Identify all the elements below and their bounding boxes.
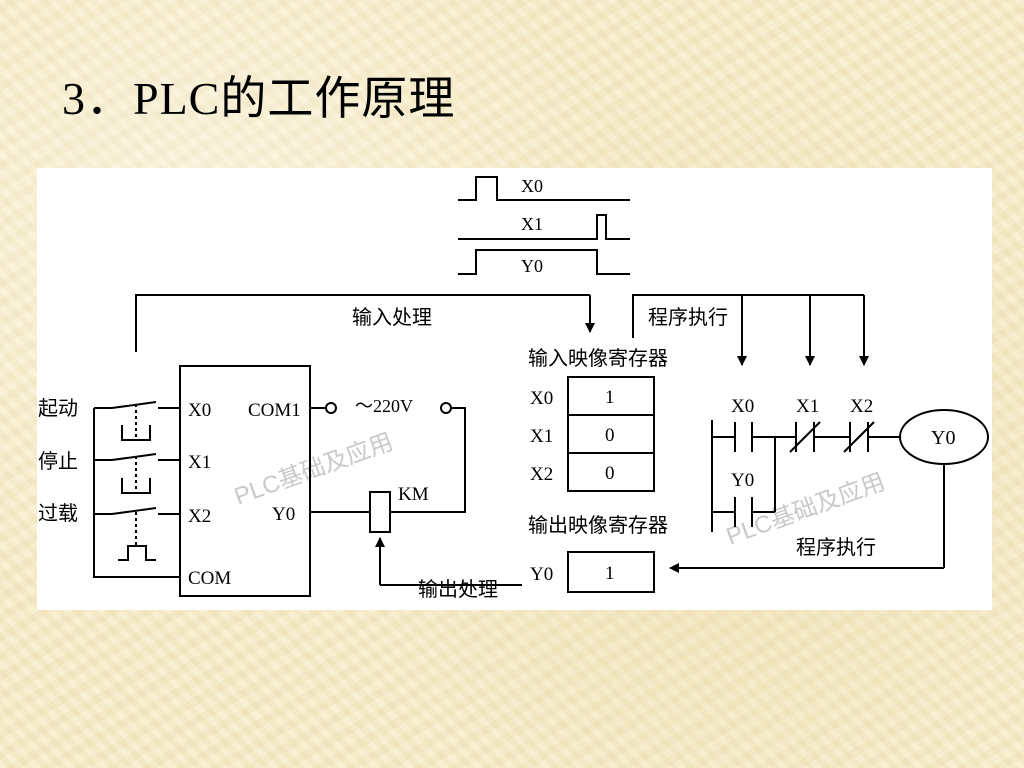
output-image-label: Y0	[530, 564, 553, 585]
plc-diagram: PLC基础及应用 PLC基础及应用 X0 X1 Y0 输入处理 程序执行 起动 …	[38, 176, 989, 601]
power-label: ～220V	[355, 396, 413, 416]
program-execution-label-top: 程序执行	[648, 306, 728, 329]
overload-label: 过载	[38, 502, 78, 525]
input-image-title: 输入映像寄存器	[528, 347, 668, 370]
input-processing-path	[135, 294, 595, 352]
input-switches	[93, 401, 180, 578]
stop-label: 停止	[38, 450, 78, 473]
timing-y0-label: Y0	[521, 256, 543, 276]
plc-y0: Y0	[272, 504, 295, 525]
timing-x0-label: X0	[521, 176, 543, 196]
program-execution-path	[632, 294, 869, 366]
plc-x0: X0	[188, 400, 211, 421]
input-image-value: 1	[605, 387, 615, 408]
ladder-x2-label: X2	[850, 396, 873, 417]
input-image-label: X2	[530, 464, 553, 485]
output-circuit	[310, 402, 522, 586]
timing-diagram	[458, 176, 630, 275]
input-image-label: X1	[530, 426, 553, 447]
plc-box	[179, 365, 311, 597]
ladder-diagram	[669, 409, 989, 573]
start-label: 起动	[38, 397, 78, 420]
input-image-label: X0	[530, 388, 553, 409]
ladder-x1-label: X1	[796, 396, 819, 417]
input-image-value: 0	[605, 425, 615, 446]
output-image-value: 1	[605, 563, 615, 584]
output-processing-label: 输出处理	[418, 578, 498, 601]
plc-x2: X2	[188, 506, 211, 527]
slide-title: 3．PLC的工作原理	[62, 73, 456, 124]
watermark-left: PLC基础及应用	[231, 428, 397, 510]
ladder-coil-label: Y0	[931, 427, 955, 449]
output-image-title: 输出映像寄存器	[528, 514, 668, 537]
input-image-register	[567, 376, 655, 492]
terminal-right	[440, 402, 452, 414]
timing-x1-label: X1	[521, 214, 543, 234]
output-image-register	[567, 551, 655, 593]
y0-waveform	[458, 249, 630, 275]
km-coil	[369, 491, 391, 533]
x1-waveform	[458, 214, 630, 240]
plc-x1: X1	[188, 452, 211, 473]
ladder-x0-label: X0	[731, 396, 754, 417]
plc-com: COM	[188, 568, 231, 589]
terminal-left	[325, 402, 337, 414]
input-processing-label: 输入处理	[352, 306, 432, 329]
plc-com1: COM1	[248, 400, 301, 421]
km-label: KM	[398, 484, 429, 505]
plc-diagram-panel: PLC基础及应用 PLC基础及应用 X0 X1 Y0 输入处理 程序执行 起动 …	[37, 168, 992, 610]
ladder-y0-contact-label: Y0	[731, 470, 754, 491]
program-execution-label-bottom: 程序执行	[796, 536, 876, 559]
input-image-value: 0	[605, 463, 615, 484]
x0-waveform	[458, 176, 630, 201]
